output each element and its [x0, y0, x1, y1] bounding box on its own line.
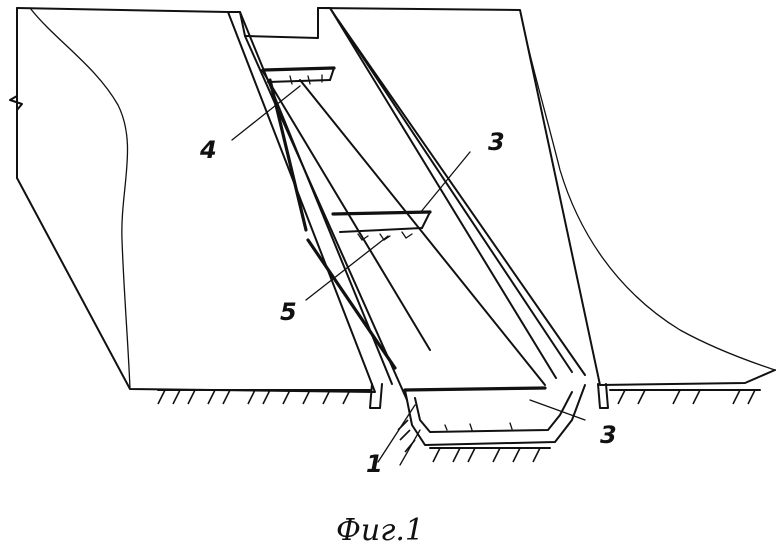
- ground-hatching: [157, 389, 761, 463]
- cross-beam-3-middle: [331, 210, 432, 241]
- right-embankment: [317, 7, 776, 386]
- trench-walls: [227, 7, 586, 401]
- label-4: 4: [199, 136, 217, 164]
- trench-section: [369, 383, 609, 446]
- label-3-near: 3: [600, 421, 617, 449]
- label-3-middle: 3: [488, 128, 505, 156]
- cross-beam-4: [262, 66, 336, 85]
- label-1: 1: [366, 450, 383, 478]
- figure-caption: Фиг.1: [336, 513, 424, 548]
- leader-lines: [231, 85, 586, 466]
- label-5: 5: [280, 298, 297, 326]
- left-embankment: [9, 7, 376, 393]
